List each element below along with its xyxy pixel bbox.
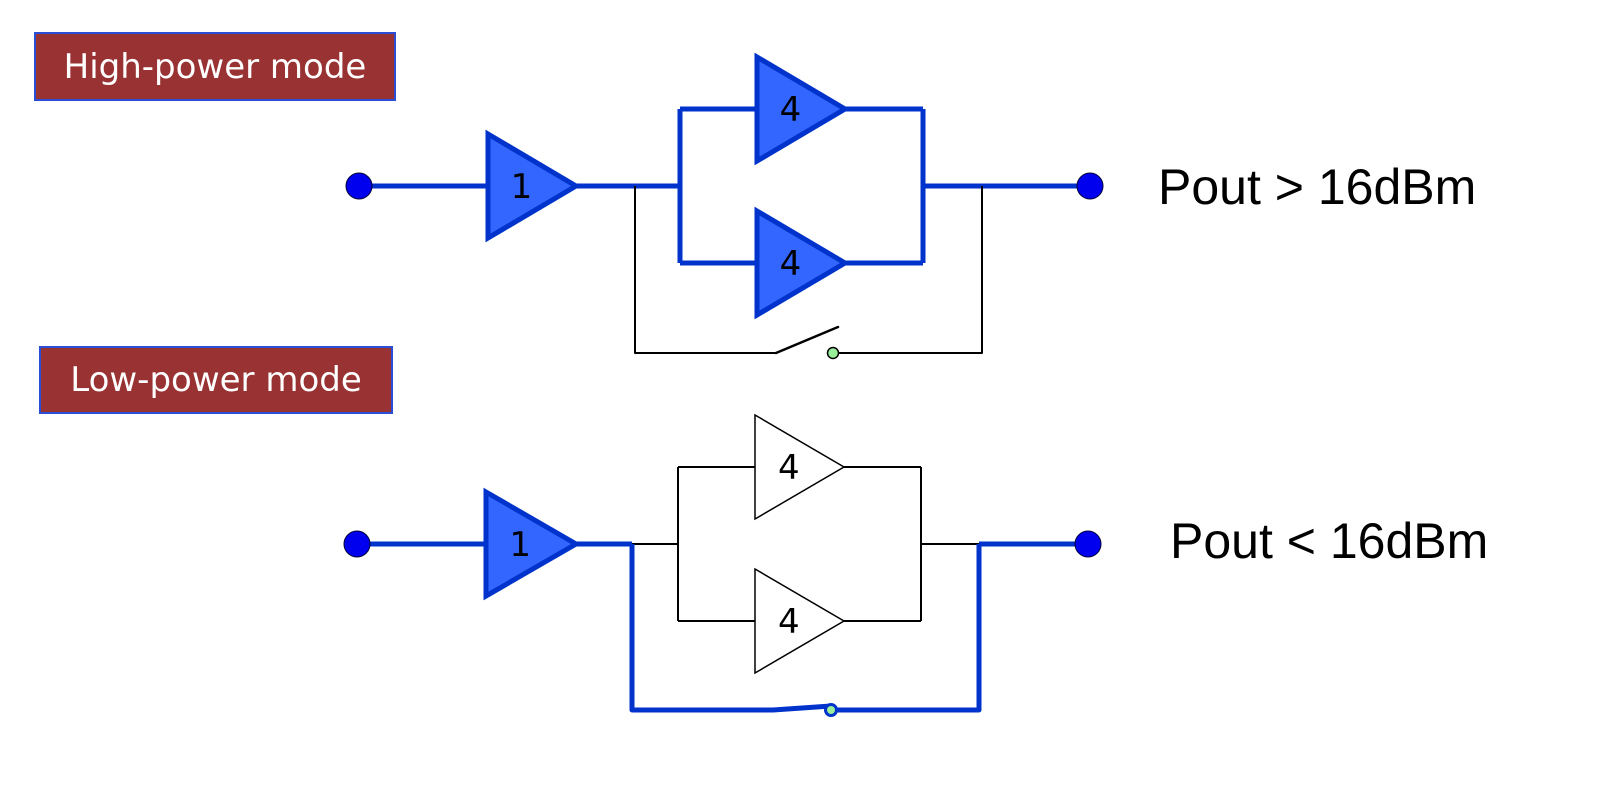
bypass-switch-contact <box>824 703 838 717</box>
input-terminal <box>345 172 373 200</box>
top-parallel-amplifier <box>754 52 850 166</box>
bypass-right-wire <box>831 544 982 713</box>
top-parallel-amplifier-gain-label: 4 <box>780 90 802 130</box>
top-parallel-amplifier <box>754 413 846 521</box>
driver-amplifier <box>485 129 581 243</box>
driver-amplifier <box>483 487 581 601</box>
output-terminal <box>1076 172 1104 200</box>
low-power-circuit: 1 4 4 <box>343 413 1102 717</box>
high-power-mode-label: High-power mode <box>34 32 396 101</box>
bottom-parallel-amplifier-gain-label: 4 <box>780 244 802 284</box>
input-terminal <box>343 530 371 558</box>
low-power-mode-label-text: Low-power mode <box>70 360 362 400</box>
bypass-left-wire <box>634 186 776 354</box>
bypass-switch-blade <box>774 325 840 355</box>
high-power-mode-label-text: High-power mode <box>63 46 367 87</box>
high-power-circuit: 1 4 4 <box>345 52 1104 360</box>
top-parallel-amplifier-gain-label: 4 <box>778 448 800 488</box>
bottom-parallel-amplifier <box>754 567 846 675</box>
bottom-parallel-amplifier-gain-label: 4 <box>778 602 800 642</box>
low-power-mode-label: Low-power mode <box>39 346 393 414</box>
low-power-output-label: Pout < 16dBm <box>1170 513 1489 569</box>
bypass-left-wire <box>629 544 773 713</box>
bypass-switch-blade <box>770 703 834 713</box>
bypass-right-wire <box>833 186 983 354</box>
bypass-switch-contact <box>826 346 840 360</box>
output-terminal <box>1074 530 1102 558</box>
driver-amplifier-gain-label: 1 <box>509 525 531 565</box>
bottom-parallel-amplifier <box>754 206 850 320</box>
high-power-output-label: Pout > 16dBm <box>1158 159 1477 215</box>
driver-amplifier-gain-label: 1 <box>511 167 533 207</box>
